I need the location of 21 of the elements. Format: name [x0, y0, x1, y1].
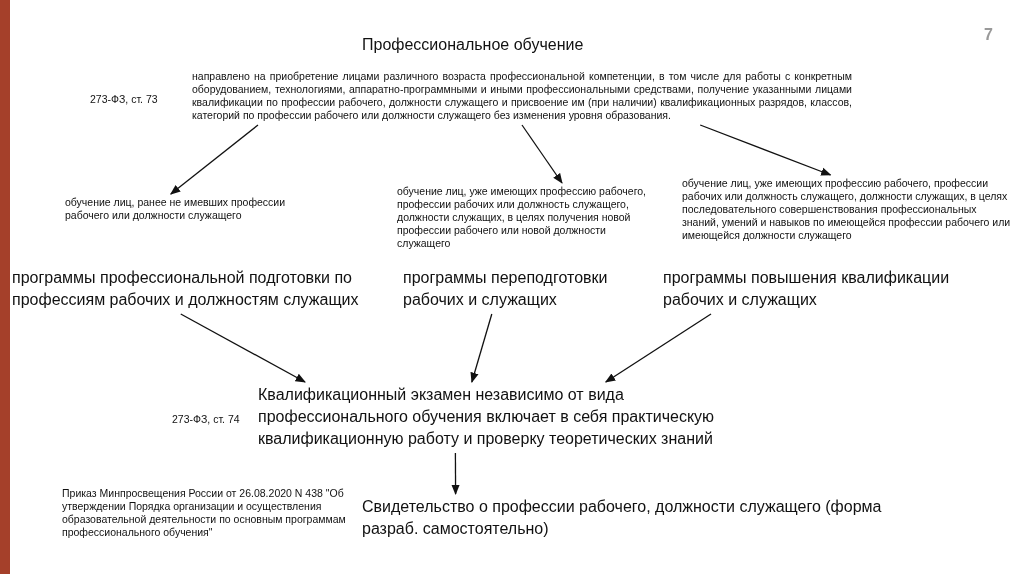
description-text: направлено на приобретение лицами различного возраста профессиональной компетенции, в том числе для работы с конкретным оборудованием, технологиями, аппаратно-программными и иными профессиональными средствами, получение указанными лицами квалификации по профессии рабочего, должности служащего и присвоение им (при наличии) квалификационных разрядов, классов, категорий по профессии рабочего или должности служащего без изменения уровня образования.	[192, 70, 852, 122]
description-text: обучение лиц, ранее не имевших профессии рабочего или должности служащего	[65, 196, 287, 222]
heading-text: программы переподготовки рабочих и служащих	[403, 268, 609, 310]
arrow	[604, 313, 712, 383]
arrow	[451, 452, 460, 496]
description-text: обучение лиц, уже имеющих профессию рабочего, профессии рабочих или должность служащего, должности служащих, в целях получения новой профессии рабочего или новой должности служащего	[397, 185, 647, 250]
reference-note: 273-ФЗ, ст. 74	[172, 413, 240, 426]
arrow	[699, 124, 832, 176]
heading-text: программы повышения квалификации рабочих и служащих	[663, 268, 951, 310]
arrow	[470, 313, 493, 383]
arrow	[180, 313, 306, 383]
heading-text: Квалификационный экзамен независимо от вида профессионального обучения включает в себя практическую квалификационную работу и проверку теоретических знаний	[258, 385, 716, 449]
heading-text: программы профессиональной подготовки по профессиям рабочих и должностям служащих	[12, 268, 360, 310]
heading-text: Свидетельство о профессии рабочего, должности служащего (форма разраб. самостоятельно)	[362, 497, 882, 539]
slide-title: Профессиональное обучение	[362, 36, 584, 54]
reference-note: 273-ФЗ, ст. 73	[90, 93, 158, 106]
page-number: 7	[984, 26, 993, 44]
description-text: обучение лиц, уже имеющих профессию рабочего, профессии рабочих или должность служащего, должности служащих, в целях последовательного совершенствования профессиональных знаний, умений и навыков по имеющейся профессии рабочего или имеющейся должности служащего	[682, 177, 1012, 242]
source-note: Приказ Минпросвещения России от 26.08.2020 N 438 "Об утверждении Порядка организации и осуществления образовательной деятельности по основным программам профессионального обучения"	[62, 487, 347, 539]
arrow	[521, 124, 563, 184]
arrow	[170, 124, 259, 195]
